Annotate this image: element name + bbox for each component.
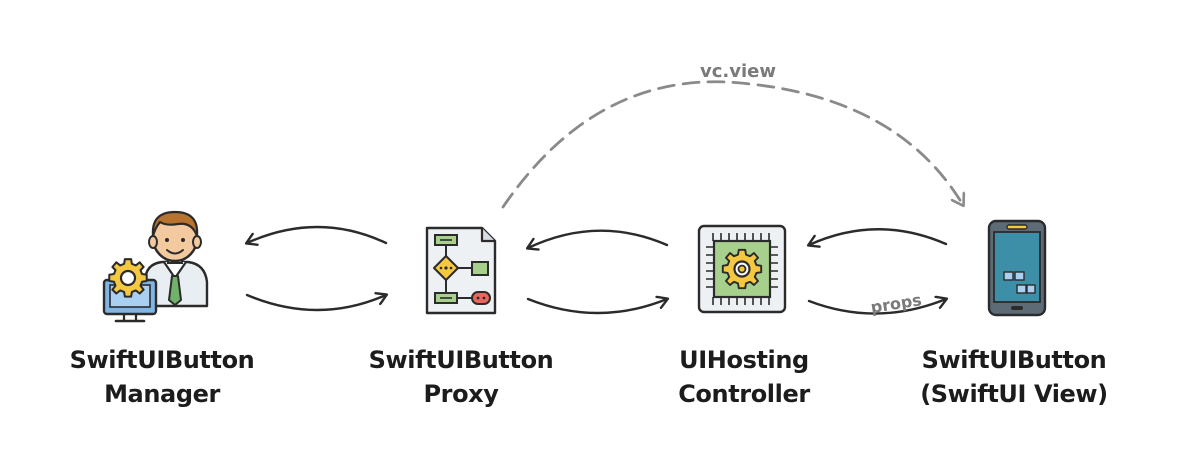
edge-proxy-to-hosting bbox=[526, 299, 667, 315]
edges bbox=[245, 225, 948, 315]
edge-proxy-to-manager bbox=[247, 225, 388, 243]
manager-icon bbox=[102, 210, 209, 323]
node-label-proxy-line1: SwiftUIButton bbox=[368, 346, 554, 374]
node-label-view: SwiftUIButton (SwiftUI View) bbox=[899, 343, 1129, 411]
edge-hosting-to-view-props bbox=[807, 299, 946, 315]
node-label-proxy-line2: Proxy bbox=[423, 380, 499, 408]
flowchart-document-icon bbox=[425, 226, 497, 315]
edge-proxy-to-view-dashed bbox=[501, 80, 963, 209]
node-label-hosting-line1: UIHosting bbox=[679, 346, 809, 374]
smartphone-icon bbox=[987, 219, 1047, 317]
chip-gear-icon bbox=[697, 224, 787, 314]
node-label-hosting: UIHosting Controller bbox=[629, 343, 859, 411]
node-label-manager-line1: SwiftUIButton bbox=[69, 346, 255, 374]
node-label-proxy: SwiftUIButton Proxy bbox=[346, 343, 576, 411]
node-label-manager-line2: Manager bbox=[104, 380, 220, 408]
edge-view-to-hosting bbox=[809, 228, 948, 245]
edge-manager-to-proxy bbox=[245, 295, 386, 312]
vc-view-label: vc.view bbox=[700, 61, 776, 82]
props-label: props bbox=[869, 290, 923, 317]
node-label-manager: SwiftUIButton Manager bbox=[47, 343, 277, 411]
edge-hosting-to-proxy bbox=[528, 229, 669, 248]
node-label-view-line2: (SwiftUI View) bbox=[920, 380, 1108, 408]
node-label-view-line1: SwiftUIButton bbox=[921, 346, 1107, 374]
node-label-hosting-line2: Controller bbox=[678, 380, 810, 408]
